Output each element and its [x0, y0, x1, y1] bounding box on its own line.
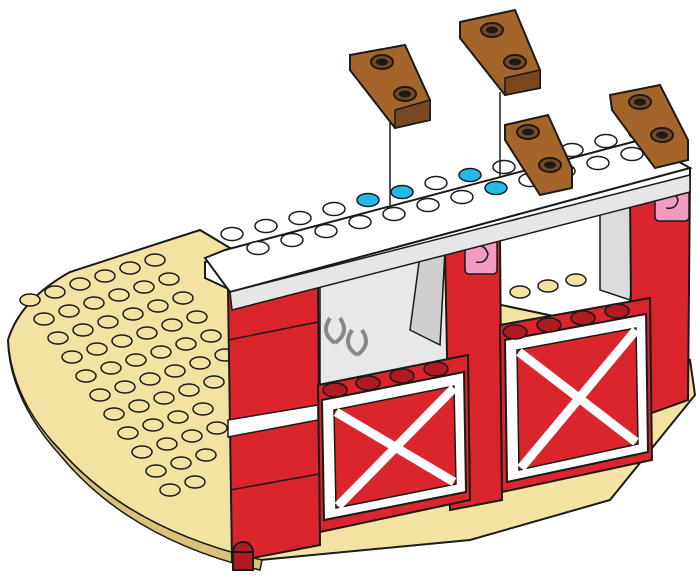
stud [289, 212, 311, 225]
stud [148, 300, 168, 312]
stud [349, 216, 371, 229]
stud [87, 343, 107, 355]
stud [90, 389, 110, 401]
stud [168, 411, 188, 423]
stud [143, 419, 163, 431]
stud [190, 357, 210, 369]
brown-slope-brick-icon [350, 45, 430, 128]
stud [176, 338, 196, 350]
stud [34, 313, 54, 325]
stud [207, 422, 227, 434]
stud [59, 305, 79, 317]
stud [118, 427, 138, 439]
stud [104, 408, 124, 420]
stud [70, 278, 90, 290]
stud [182, 430, 202, 442]
stud [201, 330, 221, 342]
left-barn-door [318, 355, 470, 532]
stud [123, 308, 143, 320]
stud [20, 294, 40, 306]
stud [140, 373, 160, 385]
stud [120, 262, 140, 274]
stud [323, 203, 345, 216]
brown-slope-brick-icon [460, 10, 540, 95]
stud [160, 484, 180, 496]
stud [566, 274, 586, 286]
stud [132, 446, 152, 458]
stud [165, 365, 185, 377]
stud [112, 335, 132, 347]
stud [417, 199, 439, 212]
stud [391, 186, 413, 199]
stud [151, 346, 171, 358]
stud [171, 457, 191, 469]
stud [101, 362, 121, 374]
stud [115, 381, 135, 393]
stud [383, 208, 405, 221]
stud [134, 281, 154, 293]
stud [126, 354, 146, 366]
stud [154, 392, 174, 404]
stud [173, 292, 193, 304]
stud [95, 270, 115, 282]
stud [247, 242, 269, 255]
stud [196, 449, 216, 461]
stud [485, 182, 507, 195]
stud [98, 316, 118, 328]
stud [459, 169, 481, 182]
stud [193, 403, 213, 415]
stud [137, 327, 157, 339]
stud [425, 177, 447, 190]
stud [84, 297, 104, 309]
right-barn-door [500, 298, 652, 492]
stud [221, 228, 243, 241]
stud [315, 225, 337, 238]
stud [587, 157, 609, 170]
stud [179, 384, 199, 396]
stud [62, 351, 82, 363]
stud [157, 438, 177, 450]
stud [187, 311, 207, 323]
stud [159, 273, 179, 285]
stud [146, 465, 166, 477]
stud [204, 376, 224, 388]
stud [357, 194, 379, 207]
stud [510, 286, 530, 298]
stud [76, 370, 96, 382]
stud [621, 148, 643, 161]
stud [129, 400, 149, 412]
stud [451, 191, 473, 204]
stud [538, 280, 558, 292]
stud [185, 476, 205, 488]
stud [48, 332, 68, 344]
stud [109, 289, 129, 301]
stud [281, 234, 303, 247]
stud [45, 286, 65, 298]
stud [595, 135, 617, 148]
stud [73, 324, 93, 336]
stud [162, 319, 182, 331]
stud [145, 254, 165, 266]
left-red-pillar [228, 270, 320, 570]
stud [493, 161, 515, 174]
stud [255, 220, 277, 233]
